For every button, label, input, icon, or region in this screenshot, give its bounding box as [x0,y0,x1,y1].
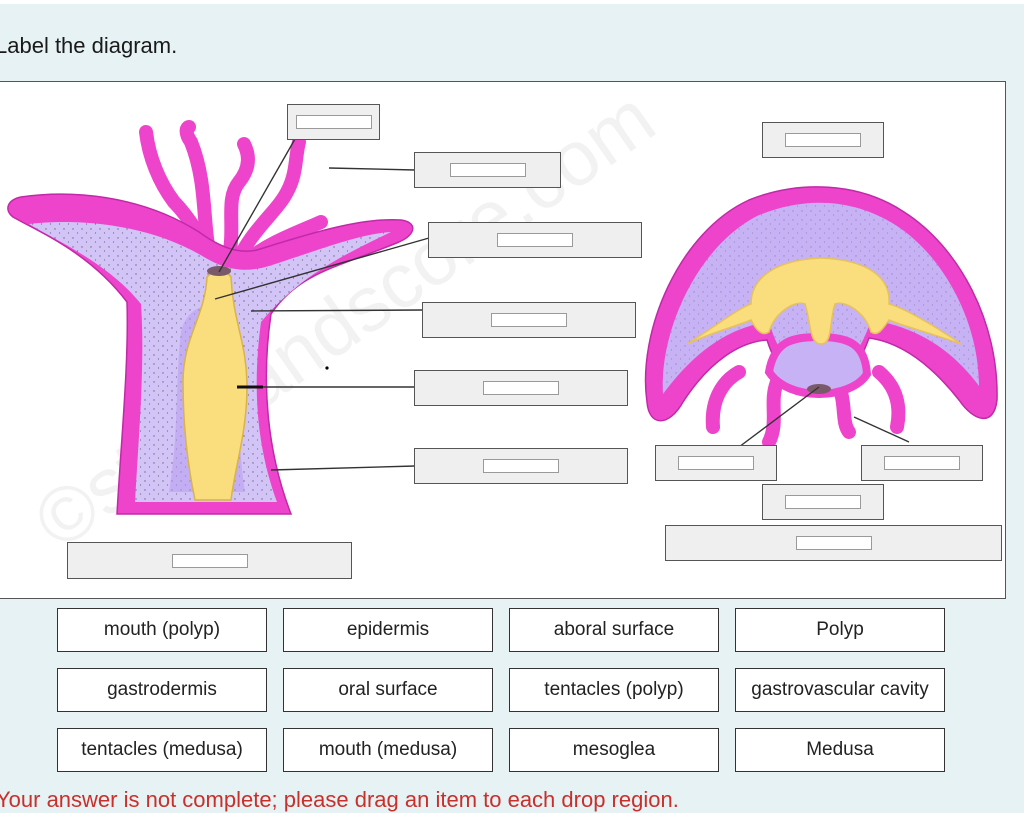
answer-chip-polyp[interactable]: Polyp [735,608,945,652]
drop-slot [295,115,372,129]
cnidarian-illustration: ©studyandscore.com [7,82,998,566]
drop-slot [483,381,559,395]
status-message: Your answer is not complete; please drag… [0,787,679,812]
answer-chip-gastrovascular-cavity[interactable]: gastrovascular cavity [735,668,945,712]
drop-slot [678,456,754,470]
drop-slot [497,233,573,247]
drop-region-medusa-2[interactable] [655,445,777,481]
drop-slot [483,459,559,473]
answer-chip-tentacles-polyp[interactable]: tentacles (polyp) [509,668,719,712]
answer-chip-mouth-medusa[interactable]: mouth (medusa) [283,728,493,772]
drop-slot [884,456,960,470]
drop-region-polyp-7[interactable] [67,542,352,579]
answer-chip-aboral-surface[interactable]: aboral surface [509,608,719,652]
drop-slot [785,133,861,147]
question-prompt: Label the diagram. [0,33,178,58]
leader-lines [214,138,910,471]
drop-region-polyp-5[interactable] [414,370,628,406]
drop-slot [491,313,567,327]
top-border [0,0,1024,4]
drop-region-medusa-3[interactable] [861,445,983,481]
answer-chip-tentacles-medusa[interactable]: tentacles (medusa) [57,728,267,772]
drop-region-polyp-4[interactable] [422,302,636,338]
answer-chip-oral-surface[interactable]: oral surface [283,668,493,712]
answer-chip-gastrodermis[interactable]: gastrodermis [57,668,267,712]
drop-region-medusa-1[interactable] [762,122,884,158]
drop-region-polyp-3[interactable] [428,222,642,258]
drop-slot [171,553,248,568]
medusa-illustration [644,186,998,449]
answer-chip-mouth-polyp[interactable]: mouth (polyp) [57,608,267,652]
drop-region-medusa-5[interactable] [665,525,1002,561]
answer-chip-mesoglea[interactable]: mesoglea [509,728,719,772]
drop-region-polyp-6[interactable] [414,448,628,484]
answer-chip-epidermis[interactable]: epidermis [283,608,493,652]
polyp-illustration [7,120,414,515]
drop-slot [795,536,872,550]
answer-chip-medusa[interactable]: Medusa [735,728,945,772]
drop-region-polyp-2[interactable] [414,152,561,188]
drop-slot [785,495,861,509]
diagram-board: ©studyandscore.com [0,81,1006,599]
drop-region-medusa-4[interactable] [762,484,884,520]
drop-region-polyp-1[interactable] [287,104,380,140]
drop-slot [449,163,526,177]
